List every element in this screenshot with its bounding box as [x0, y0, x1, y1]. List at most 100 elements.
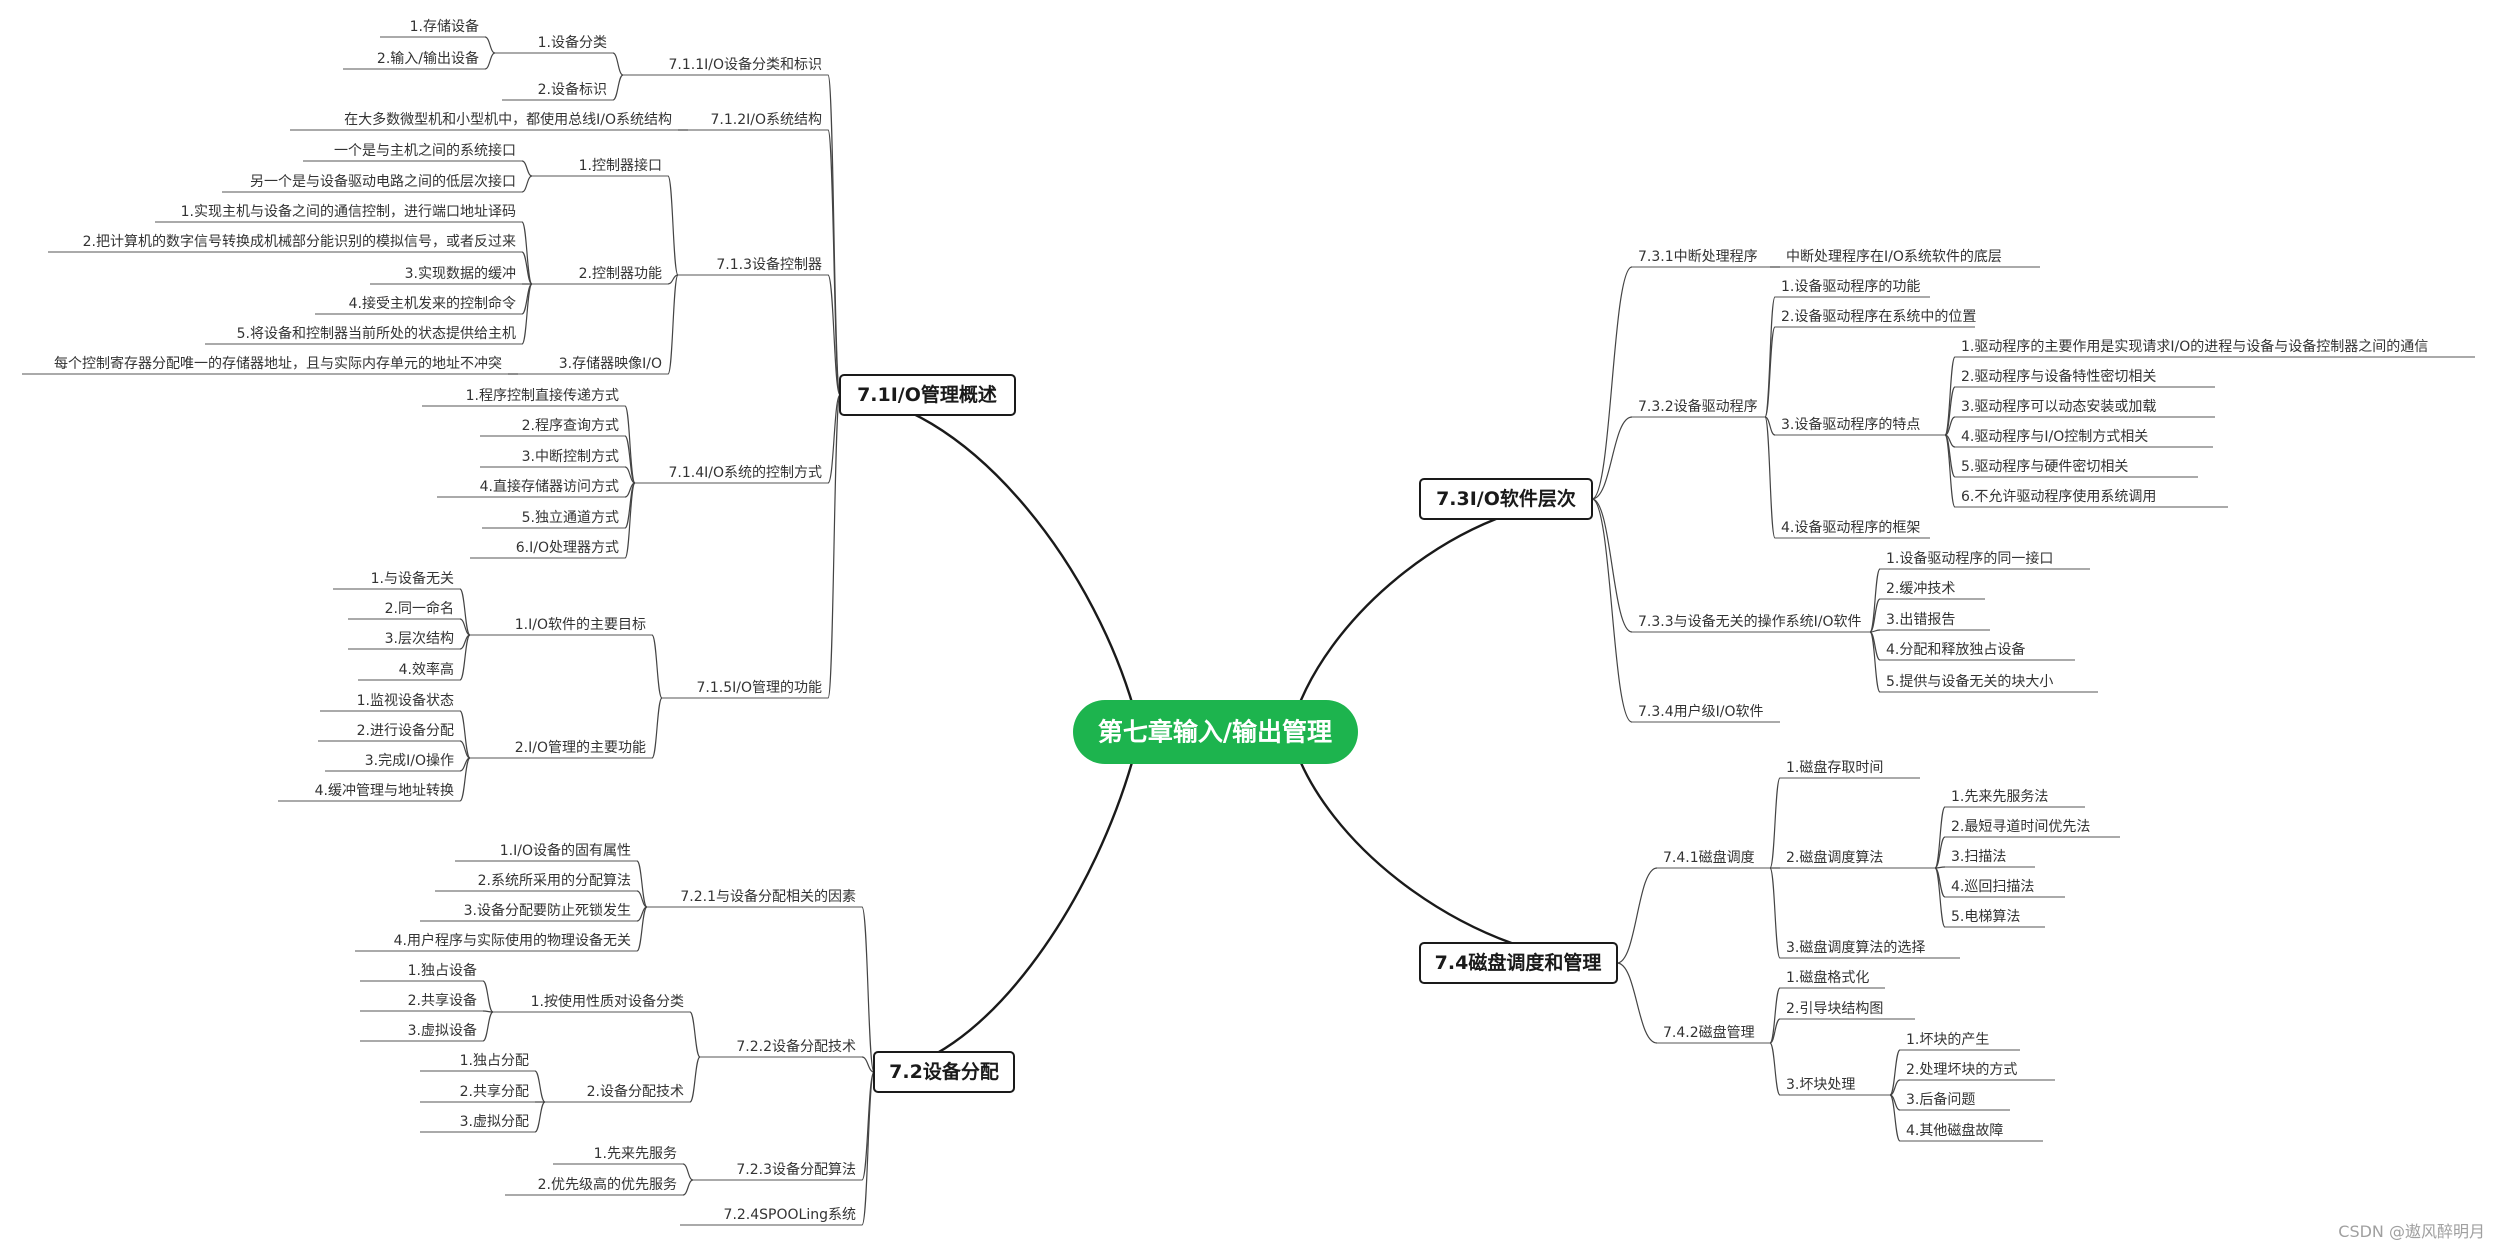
topic-node-right-0-children-1-children-2-children-5[interactable]: 6.不允许驱动程序使用系统调用: [1955, 488, 2228, 508]
topic-node-left-1-children-1[interactable]: 7.2.2设备分配技术: [700, 1038, 862, 1058]
topic-node-right-0-children-2-children-0[interactable]: 1.设备驱动程序的同一接口: [1880, 550, 2090, 570]
topic-node-right-0-children-3[interactable]: 7.3.4用户级I/O软件: [1632, 703, 1780, 723]
topic-node-left-1-children-1-children-1[interactable]: 2.设备分配技术: [545, 1083, 690, 1103]
main-topic-disk-scheduling[interactable]: 7.4磁盘调度和管理: [1419, 942, 1618, 984]
topic-node-right-1-children-1-children-2-children-0[interactable]: 1.坏块的产生: [1900, 1032, 2020, 1051]
topic-node-left-0-children-0-children-1[interactable]: 2.设备标识: [502, 81, 613, 101]
main-topic-io-software-layers[interactable]: 7.3I/O软件层次: [1419, 478, 1593, 520]
topic-node-right-0-children-1-children-2-children-4[interactable]: 5.驱动程序与硬件密切相关: [1955, 458, 2198, 478]
topic-node-left-0-children-3-children-5[interactable]: 6.I/O处理器方式: [470, 540, 625, 559]
topic-node-left-1-children-3[interactable]: 7.2.4SPOOLing系统: [680, 1207, 862, 1226]
topic-node-left-1-children-1-children-1-children-0[interactable]: 1.独占分配: [420, 1053, 535, 1072]
topic-node-right-1-children-0[interactable]: 7.4.1磁盘调度: [1657, 849, 1770, 869]
main-topic-io-overview[interactable]: 7.1I/O管理概述: [839, 374, 1016, 416]
topic-node-left-0-children-0-children-0[interactable]: 1.设备分类: [495, 34, 613, 54]
topic-node-left-0-children-0-children-0-children-0[interactable]: 1.存储设备: [380, 18, 485, 38]
topic-node-right-1-children-1-children-0[interactable]: 1.磁盘格式化: [1780, 969, 1885, 989]
topic-node-right-1-children-0-children-1-children-3[interactable]: 4.巡回扫描法: [1945, 879, 2065, 898]
topic-node-right-1-children-0-children-1-children-1[interactable]: 2.最短寻道时间优先法: [1945, 819, 2120, 838]
topic-node-left-0-children-4[interactable]: 7.1.5I/O管理的功能: [662, 680, 828, 699]
topic-node-right-1-children-0-children-2[interactable]: 3.磁盘调度算法的选择: [1780, 939, 1960, 959]
topic-node-left-0-children-1[interactable]: 7.1.2I/O系统结构: [688, 112, 828, 131]
main-topic-box[interactable]: [1419, 478, 1593, 520]
topic-node-right-0-children-1-children-3[interactable]: 4.设备驱动程序的框架: [1775, 519, 1930, 539]
topic-node-left-1-children-0-children-2[interactable]: 3.设备分配要防止死锁发生: [420, 902, 637, 922]
topic-node-left-1-children-0[interactable]: 7.2.1与设备分配相关的因素: [647, 888, 862, 908]
topic-node-left-1-children-1-children-0[interactable]: 1.按使用性质对设备分类: [493, 993, 690, 1013]
topic-node-right-0-children-1-children-2-children-3[interactable]: 4.驱动程序与I/O控制方式相关: [1955, 429, 2213, 448]
topic-node-right-0-children-2-children-2[interactable]: 3.出错报告: [1880, 612, 1990, 631]
topic-node-right-1-children-1-children-2[interactable]: 3.坏块处理: [1780, 1077, 1890, 1096]
topic-node-left-1-children-2-children-0[interactable]: 1.先来先服务: [553, 1146, 683, 1165]
topic-node-left-0-children-4-children-1-children-2[interactable]: 3.完成I/O操作: [325, 753, 460, 772]
topic-node-right-0-children-1-children-2[interactable]: 3.设备驱动程序的特点: [1775, 416, 1945, 436]
topic-node-right-1-children-1-children-2-children-3[interactable]: 4.其他磁盘故障: [1900, 1122, 2043, 1142]
topic-node-left-1-children-0-children-3[interactable]: 4.用户程序与实际使用的物理设备无关: [355, 932, 637, 952]
topic-node-right-1-children-1-children-1[interactable]: 2.引导块结构图: [1780, 1001, 1915, 1020]
topic-node-left-1-children-1-children-1-children-2[interactable]: 3.虚拟分配: [420, 1114, 535, 1133]
topic-node-left-0-children-2-children-1[interactable]: 2.控制器功能: [532, 266, 668, 285]
topic-node-left-0-children-3-children-3[interactable]: 4.直接存储器访问方式: [437, 478, 625, 498]
topic-node-left-0-children-2-children-0[interactable]: 1.控制器接口: [532, 157, 668, 177]
topic-node-left-0-children-0[interactable]: 7.1.1I/O设备分类和标识: [623, 56, 828, 76]
topic-node-left-1-children-1-children-0-children-2[interactable]: 3.虚拟设备: [360, 1022, 483, 1042]
topic-node-left-0-children-2[interactable]: 7.1.3设备控制器: [678, 256, 828, 276]
topic-node-left-0-children-4-children-1[interactable]: 2.I/O管理的主要功能: [470, 740, 652, 759]
topic-node-left-0-children-2-children-0-children-1[interactable]: 另一个是与设备驱动电路之间的低层次接口: [222, 173, 522, 193]
topic-node-left-0-children-3-children-0[interactable]: 1.程序控制直接传递方式: [422, 387, 625, 407]
topic-node-right-0-children-1-children-0[interactable]: 1.设备驱动程序的功能: [1775, 278, 1930, 298]
topic-node-left-1-children-0-children-1[interactable]: 2.系统所采用的分配算法: [435, 873, 637, 892]
topic-node-left-0-children-4-children-0-children-1[interactable]: 2.同一命名: [348, 600, 460, 620]
topic-node-right-0-children-2-children-3[interactable]: 4.分配和释放独占设备: [1880, 641, 2075, 661]
main-topic-box[interactable]: [1419, 942, 1618, 984]
topic-node-left-0-children-2-children-1-children-3[interactable]: 4.接受主机发来的控制命令: [315, 295, 522, 315]
topic-node-left-0-children-2-children-1-children-2[interactable]: 3.实现数据的缓冲: [370, 266, 522, 285]
main-topic-box[interactable]: [839, 374, 1016, 416]
topic-node-right-0-children-1[interactable]: 7.3.2设备驱动程序: [1632, 398, 1765, 418]
topic-node-right-1-children-0-children-1[interactable]: 2.磁盘调度算法: [1780, 849, 1935, 869]
topic-node-left-1-children-0-children-0[interactable]: 1.I/O设备的固有属性: [455, 842, 637, 862]
topic-node-left-0-children-2-children-1-children-4[interactable]: 5.将设备和控制器当前所处的状态提供给主机: [205, 325, 522, 345]
topic-node-left-0-children-3-children-1[interactable]: 2.程序查询方式: [480, 418, 625, 437]
topic-node-right-0-children-2-children-1[interactable]: 2.缓冲技术: [1880, 581, 1985, 600]
central-topic-bubble[interactable]: [1073, 700, 1358, 764]
topic-node-right-0-children-0[interactable]: 7.3.1中断处理程序: [1632, 249, 1770, 268]
topic-node-left-0-children-4-children-1-children-3[interactable]: 4.缓冲管理与地址转换: [278, 782, 460, 802]
topic-node-left-1-children-2[interactable]: 7.2.3设备分配算法: [693, 1161, 862, 1181]
topic-node-left-0-children-3-children-4[interactable]: 5.独立通道方式: [482, 510, 625, 529]
topic-node-left-0-children-2-children-0-children-0[interactable]: 一个是与主机之间的系统接口: [303, 142, 522, 162]
main-topic-device-allocation[interactable]: 7.2设备分配: [873, 1051, 1015, 1093]
topic-node-right-0-children-1-children-2-children-0[interactable]: 1.驱动程序的主要作用是实现请求I/O的进程与设备与设备控制器之间的通信: [1955, 338, 2475, 358]
topic-node-left-0-children-2-children-1-children-0[interactable]: 1.实现主机与设备之间的通信控制，进行端口地址译码: [155, 203, 522, 223]
topic-node-right-1-children-0-children-1-children-4[interactable]: 5.电梯算法: [1945, 909, 2045, 928]
topic-node-right-0-children-0-children-0[interactable]: 中断处理程序在I/O系统软件的底层: [1780, 249, 2040, 268]
main-topic-box[interactable]: [873, 1051, 1015, 1093]
topic-node-left-1-children-1-children-1-children-1[interactable]: 2.共享分配: [420, 1083, 535, 1103]
topic-node-right-0-children-1-children-2-children-1[interactable]: 2.驱动程序与设备特性密切相关: [1955, 368, 2215, 388]
topic-node-left-0-children-4-children-1-children-1[interactable]: 2.进行设备分配: [318, 722, 460, 742]
topic-node-right-1-children-0-children-1-children-2[interactable]: 3.扫描法: [1945, 849, 2035, 868]
topic-node-right-1-children-1-children-2-children-1[interactable]: 2.处理坏块的方式: [1900, 1062, 2055, 1081]
topic-node-left-0-children-4-children-0[interactable]: 1.I/O软件的主要目标: [470, 617, 652, 636]
topic-node-left-0-children-4-children-1-children-0[interactable]: 1.监视设备状态: [320, 692, 460, 712]
topic-node-left-1-children-1-children-0-children-1[interactable]: 2.共享设备: [360, 992, 483, 1012]
central-topic[interactable]: 第七章输入/输出管理: [1073, 700, 1358, 764]
topic-node-left-0-children-3[interactable]: 7.1.4I/O系统的控制方式: [635, 465, 828, 484]
topic-node-left-0-children-0-children-0-children-1[interactable]: 2.输入/输出设备: [343, 50, 485, 70]
topic-node-left-0-children-2-children-2[interactable]: 3.存储器映像I/O: [518, 356, 668, 375]
topic-node-left-0-children-2-children-1-children-1[interactable]: 2.把计算机的数字信号转换成机械部分能识别的模拟信号，或者反过来: [48, 233, 522, 253]
topic-node-right-1-children-0-children-0[interactable]: 1.磁盘存取时间: [1780, 759, 1920, 779]
topic-node-left-0-children-3-children-2[interactable]: 3.中断控制方式: [480, 449, 625, 468]
topic-node-right-1-children-1-children-2-children-2[interactable]: 3.后备问题: [1900, 1091, 2010, 1111]
topic-node-right-0-children-1-children-2-children-2[interactable]: 3.驱动程序可以动态安装或加载: [1955, 399, 2215, 418]
topic-node-right-0-children-2-children-4[interactable]: 5.提供与设备无关的块大小: [1880, 673, 2098, 693]
topic-node-left-1-children-1-children-0-children-0[interactable]: 1.独占设备: [360, 962, 483, 982]
topic-node-left-0-children-4-children-0-children-2[interactable]: 3.层次结构: [348, 631, 460, 650]
topic-node-left-0-children-1-children-0[interactable]: 在大多数微型机和小型机中，都使用总线I/O系统结构: [290, 111, 678, 131]
topic-node-left-0-children-4-children-0-children-3[interactable]: 4.效率高: [358, 661, 460, 681]
topic-node-right-0-children-2[interactable]: 7.3.3与设备无关的操作系统I/O软件: [1632, 613, 1870, 633]
topic-node-left-0-children-4-children-0-children-0[interactable]: 1.与设备无关: [333, 570, 460, 590]
topic-node-right-1-children-1[interactable]: 7.4.2磁盘管理: [1657, 1024, 1770, 1044]
topic-node-left-0-children-2-children-2-children-0[interactable]: 每个控制寄存器分配唯一的存储器地址，且与实际内存单元的地址不冲突: [22, 355, 508, 375]
topic-node-right-1-children-0-children-1-children-0[interactable]: 1.先来先服务法: [1945, 789, 2085, 808]
